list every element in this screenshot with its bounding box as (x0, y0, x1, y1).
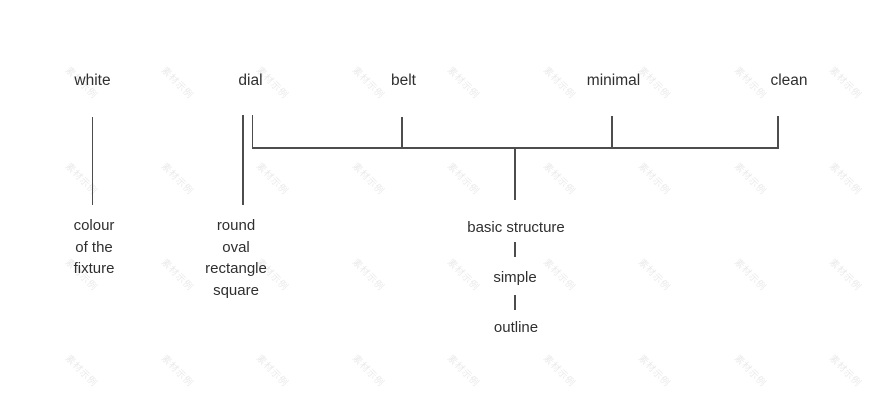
watermark-text: 素材示例 (349, 65, 386, 102)
watermark-text: 素材示例 (444, 257, 481, 294)
watermark-text: 素材示例 (540, 257, 577, 294)
watermark-text: 素材示例 (731, 65, 768, 102)
watermark-text: 素材示例 (62, 161, 99, 198)
watermark-text: 素材示例 (826, 353, 863, 390)
watermark-text: 素材示例 (158, 161, 195, 198)
node-label-belt: belt (391, 72, 416, 89)
text-line: oval (222, 238, 250, 256)
watermark-text: 素材示例 (731, 353, 768, 390)
group-bracket-line (251, 147, 779, 149)
watermark-text: 素材示例 (253, 161, 290, 198)
chain-item-simple: simple (493, 269, 537, 286)
watermark-text: 素材示例 (635, 65, 672, 102)
node-label-minimal: minimal (586, 72, 641, 89)
chain-connector-2 (513, 295, 516, 310)
clean-bracket-tick (776, 116, 779, 149)
chain-item-basic-structure: basic structure (467, 219, 565, 236)
dial-bracket-tick (251, 115, 254, 149)
text-line: colour (73, 217, 115, 234)
white-branch-line (91, 117, 94, 205)
watermark-text: 素材示例 (540, 353, 577, 390)
watermark-text: 素材示例 (731, 257, 768, 294)
chain-item-outline: outline (493, 319, 539, 336)
watermark-text: 素材示例 (826, 65, 863, 102)
bracket-drop-line (513, 148, 516, 200)
watermark-text: 素材示例 (349, 353, 386, 390)
watermark-text: 素材示例 (540, 161, 577, 198)
watermark-text: 素材示例 (158, 65, 195, 102)
watermark-text: 素材示例 (635, 257, 672, 294)
white-branch-text: colour of the fixture (74, 215, 115, 280)
node-label-dial: dial (238, 72, 263, 89)
watermark-text: 素材示例 (635, 161, 672, 198)
watermark-text: 素材示例 (826, 161, 863, 198)
text-line: of the (75, 238, 113, 256)
belt-bracket-tick (400, 117, 403, 149)
dial-branch-text: round oval rectangle square (205, 215, 267, 301)
watermark-text: 素材示例 (253, 353, 290, 390)
watermark-text: 素材示例 (444, 65, 481, 102)
watermark-text: 素材示例 (635, 353, 672, 390)
watermark-text: 素材示例 (731, 161, 768, 198)
text-line: square (213, 281, 259, 299)
dial-branch-line (242, 115, 244, 205)
watermark-text: 素材示例 (62, 353, 99, 390)
minimal-bracket-tick (610, 116, 613, 149)
watermark-text: 素材示例 (158, 353, 195, 390)
text-line: rectangle (205, 260, 267, 277)
watermark-text: 素材示例 (158, 257, 195, 294)
watermark-text: 素材示例 (540, 65, 577, 102)
chain-connector-1 (513, 242, 516, 257)
watermark-text: 素材示例 (349, 161, 386, 198)
text-line: round (216, 217, 256, 234)
text-line: fixture (73, 260, 115, 277)
watermark-text: 素材示例 (826, 257, 863, 294)
watermark-text: 素材示例 (444, 353, 481, 390)
node-label-white: white (74, 72, 111, 89)
watermark-text: 素材示例 (444, 161, 481, 198)
node-label-clean: clean (770, 72, 808, 89)
watermark-text: 素材示例 (349, 257, 386, 294)
